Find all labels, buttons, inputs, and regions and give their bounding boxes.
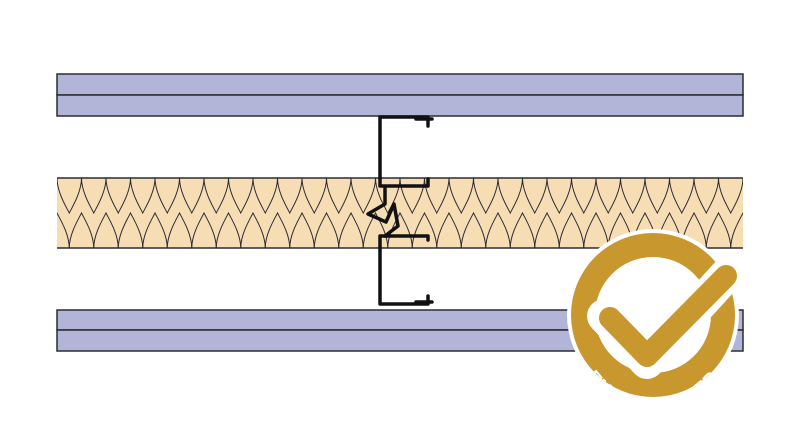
insulation-fibre	[277, 178, 303, 215]
insulation-fibre	[105, 178, 131, 215]
insulation-fibre	[179, 178, 205, 215]
insulation-fibre	[166, 211, 193, 248]
top-board-outer	[56, 73, 744, 96]
top-plasterboard	[56, 73, 744, 117]
insulation-fibre	[705, 211, 732, 248]
insulation-fibre	[117, 211, 144, 248]
insulation-fibre	[252, 178, 278, 215]
insulation-fibre	[264, 211, 291, 248]
insulation-fibre	[57, 211, 70, 248]
insulation-fibre	[595, 178, 621, 215]
insulation-fibre	[620, 178, 646, 215]
insulation-fibre	[191, 211, 217, 248]
insulation-fibre	[571, 178, 597, 215]
insulation-fibre	[130, 178, 156, 215]
en-classified-badge: EN CLASSIFIED	[567, 229, 748, 417]
insulation-pattern	[57, 178, 780, 248]
insulation-fibre	[497, 178, 523, 215]
insulation-fibre	[57, 178, 82, 215]
insulation-fibre	[644, 178, 670, 215]
insulation-fibre	[375, 178, 401, 215]
insulation-fibre	[203, 178, 229, 215]
insulation-fibre	[730, 211, 743, 248]
insulation-fibre	[142, 211, 168, 248]
upper-stud	[378, 115, 430, 188]
insulation-fibre	[558, 211, 585, 248]
insulation-fibre	[240, 211, 266, 248]
insulation-fibre	[301, 178, 327, 215]
insulation-fibre	[57, 178, 58, 184]
insulation-fibre	[693, 178, 719, 215]
insulation-fibre	[460, 211, 487, 248]
insulation-fibre	[669, 178, 695, 215]
insulation-fibre	[81, 178, 107, 215]
insulation-fibre	[583, 211, 609, 248]
insulation-fibre	[313, 211, 340, 248]
insulation-fibre	[546, 178, 572, 215]
insulation-fibre	[718, 178, 743, 215]
insulation-fibre	[485, 211, 511, 248]
insulation-fibre	[534, 211, 560, 248]
insulation-fibre	[215, 211, 242, 248]
insulation-fibre	[338, 211, 364, 248]
insulation-fibre	[399, 178, 425, 215]
insulation-fibre	[509, 211, 536, 248]
insulation-fibre	[228, 178, 254, 215]
insulation-fibre	[68, 211, 95, 248]
top-board-inner	[56, 94, 744, 117]
insulation-fibre	[289, 211, 315, 248]
insulation-fibre	[424, 178, 450, 215]
insulation-fibre	[473, 178, 499, 215]
steel-studs	[366, 115, 434, 306]
insulation-fibre	[522, 178, 548, 215]
insulation-fibre	[436, 211, 462, 248]
checkmark-icon-fill	[599, 265, 737, 367]
insulation-fibre	[448, 178, 474, 215]
insulation-fibre	[326, 178, 352, 215]
insulation-fibre	[93, 211, 119, 248]
stud-web-fold	[366, 186, 400, 238]
insulation-fibre	[755, 213, 780, 248]
insulation-fibre	[350, 178, 376, 215]
insulation-fibre	[742, 178, 743, 184]
insulation-fibre	[154, 178, 180, 215]
